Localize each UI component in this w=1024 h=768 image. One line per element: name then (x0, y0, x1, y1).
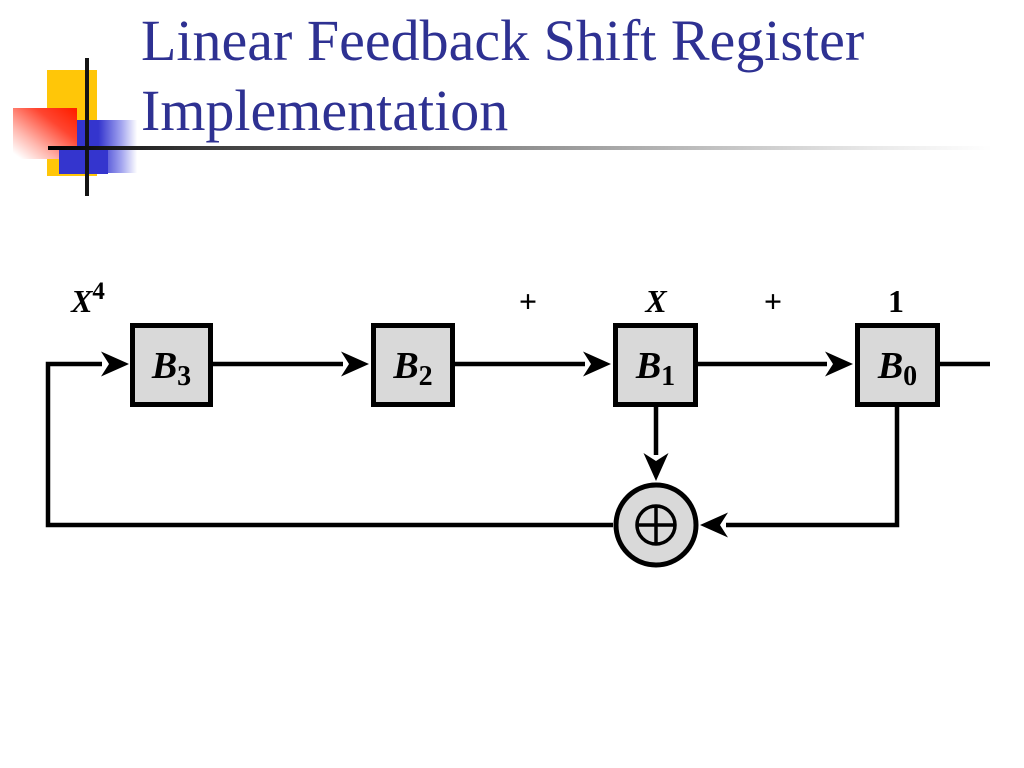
register-box-b0 (855, 323, 940, 407)
feedback-wire (45, 361, 613, 528)
arrow-into-b0 (825, 351, 853, 377)
wires (45, 361, 990, 528)
register-box-b3 (130, 323, 213, 407)
slide-title-line1: Linear Feedback Shift Register (141, 8, 865, 73)
term-label-x: X (644, 283, 667, 319)
term-label-plus-2: + (764, 283, 782, 319)
register-label-b2: B2 (392, 345, 432, 392)
decor-blue-square-lower (59, 148, 108, 174)
term-label-plus-1: + (519, 283, 537, 319)
registers: B3 B2 B1 B0 (130, 323, 940, 407)
arrowheads (101, 351, 853, 538)
arrow-into-b3 (101, 351, 129, 377)
register-box-b1 (613, 323, 698, 407)
term-label-one: 1 (888, 283, 904, 319)
arrow-into-xor-right (700, 512, 728, 538)
arrow-into-b2 (341, 351, 369, 377)
register-label-b1: B1 (635, 345, 675, 392)
term-label-x4: X4 (70, 278, 105, 319)
xor-node (613, 482, 699, 568)
polynomial-labels: X4 + X + 1 (70, 278, 904, 319)
slide-title: Linear Feedback Shift Register Implement… (141, 6, 941, 145)
register-box-b2 (371, 323, 455, 407)
register-label-b3: B3 (151, 345, 191, 392)
wire-b0-down (726, 407, 900, 528)
register-label-b0: B0 (877, 345, 917, 392)
decor-vertical-line (85, 58, 89, 196)
arrow-into-b1 (583, 351, 611, 377)
slide-title-line2: Implementation (141, 77, 509, 143)
xor-plus-icon (635, 504, 677, 546)
decor-horizontal-rule (48, 146, 992, 150)
arrow-into-xor-top (643, 453, 669, 481)
